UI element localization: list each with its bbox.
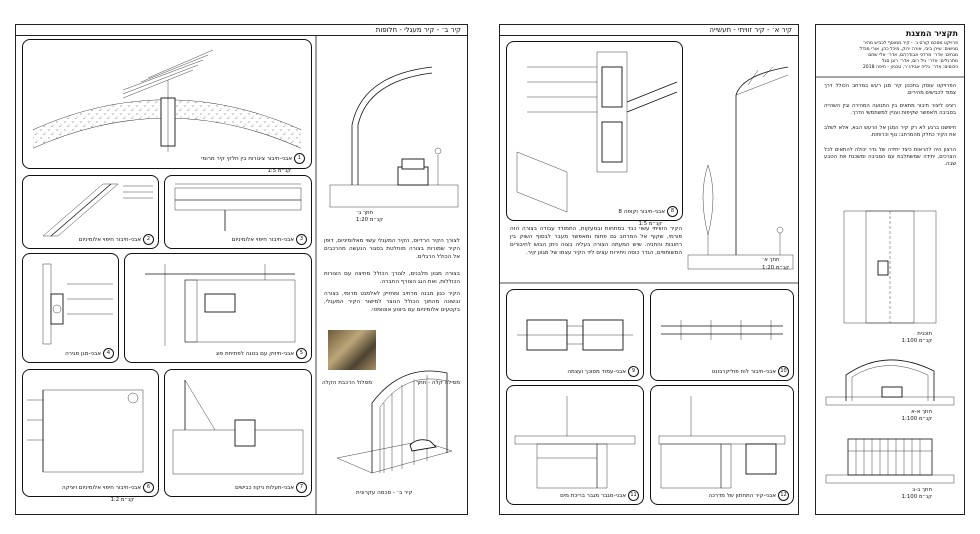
- section-bb-drawing: [825, 438, 955, 484]
- detail-3-caption: 3אבני-חיבור חיפוי אלומיניום: [232, 234, 307, 245]
- detail-8-label: אבני-חיבור וקופה 8: [618, 209, 665, 215]
- plan-drawing: [843, 210, 937, 324]
- section-a-label: חתך א׳: [762, 257, 780, 263]
- detail-box-10: 10אבני-חיבור לוח פוליקרבונט: [650, 289, 794, 381]
- section-aa-scale: קנ״מ 1:100: [901, 416, 932, 422]
- detail-8-scale: קנ״מ 1:5: [638, 221, 662, 227]
- callout-2: מסילה קלה - חתך: [416, 380, 461, 386]
- detail-6-drawing: [27, 389, 144, 473]
- plan-label: תוכנית: [917, 331, 932, 337]
- sheet-middle: קיר א׳ - קיר זוויתי - תעשייה 8אבני-חיבור…: [499, 24, 799, 515]
- detail-box-8: 8אבני-חיבור וקופה 8 קנ״מ 1:5: [506, 41, 683, 227]
- detail-12-caption: 12אבני-קיר התחתון של מדרכה: [708, 490, 789, 501]
- detail-box-11: 11אבני-מגבר מגבר בריכת מים: [506, 385, 644, 505]
- section-aa-drawing: [825, 359, 955, 406]
- detail-2-label: אבני-חיבור חיפוי אלומיניום: [78, 237, 141, 243]
- detail-10-label: אבני-חיבור לוח פוליקרבונט: [711, 369, 776, 375]
- sheet-middle-title: קיר א׳ - קיר זוויתי - תעשייה: [500, 25, 798, 36]
- intro-line-4: מתרגלים: אדר׳ גיל רום, אדר׳ רונן סגל: [881, 59, 958, 64]
- detail-2-drawing: [42, 183, 153, 237]
- detail-4-caption: 4אבני-מגן סגירה: [65, 348, 114, 359]
- sheet-left: קיר ב׳ - קיר מעגלי - חלופות 1אבני-חיבור …: [15, 24, 468, 515]
- detail-1-scale: קנ״מ 1:5: [267, 168, 291, 174]
- detail-12-drawing: [658, 396, 786, 489]
- intro-block: פרויקט מסכם קורס ג׳ - קיר ממוסף לכביש מה…: [822, 41, 958, 71]
- detail-11-caption: 11אבני-מגבר מגבר בריכת מים: [560, 490, 639, 501]
- detail-9-label: אבני-עמוד מסוכך ועצמה: [567, 369, 626, 375]
- detail-5-label: אבני-חיזוק עם בטנה לפתיחת פוג: [215, 351, 294, 357]
- sheet-right: תקציר המצגת פרויקט מסכם קורס ג׳ - קיר ממ…: [815, 24, 965, 515]
- detail-10-drawing: [661, 320, 783, 340]
- plan-scale: קנ״מ 1:100: [901, 338, 932, 344]
- detail-9-caption: 9אבני-עמוד מסוכך ועצמה: [567, 366, 639, 377]
- detail-3-drawing: [174, 183, 302, 231]
- detail-box-12: 12אבני-קיר התחתון של מדרכה: [650, 385, 794, 505]
- detail-4-drawing: [42, 263, 113, 345]
- summary-paragraph-1: הפרויקט עוסק בתכנון קיר מגן רעש במרחב הכ…: [824, 83, 956, 96]
- summary-paragraph-2: רצינו ליצור חיבור מתאים בין התנועה המהיר…: [824, 103, 956, 116]
- intro-line-1: פרויקט מסכם קורס ג׳ - קיר ממוסף לכביש מה…: [863, 41, 958, 46]
- detail-10-caption: 10אבני-חיבור לוח פוליקרבונט: [712, 366, 789, 377]
- summary-title: תקציר המצגת: [905, 29, 958, 38]
- left-paragraph-2: בצורה מגוון מלבנים, לצורך הכולל מחיצה עם…: [324, 271, 460, 285]
- sheet-left-title: קיר ב׳ - קיר מעגלי - חלופות: [16, 25, 467, 36]
- detail-5-caption: 5אבני-חיזוק עם בטנה לפתיחת פוג: [216, 348, 307, 359]
- detail-1-label: אבני-חיבור צינורות בין חלקי קיר מרומי: [201, 156, 292, 162]
- detail-3-label: אבני-חיבור חיפוי אלומיניום: [231, 237, 294, 243]
- section-bb-scale: קנ״מ 1:100: [901, 494, 932, 500]
- detail-1-drawing: [32, 49, 302, 152]
- detail-7-caption: 7אבני-תעלות ניקוז כבישים: [235, 482, 307, 493]
- callout-1: מסלול הרכבת הקלה: [322, 380, 373, 386]
- detail-11-drawing: [514, 396, 636, 489]
- detail-12-label: אבני-קיר התחתון של מדרכה: [708, 493, 776, 499]
- detail-2-caption: 2אבני-חיבור חיפוי אלומיניום: [79, 234, 154, 245]
- section-aa-label: חתך א-א: [911, 409, 932, 415]
- detail-7-label: אבני-תעלות ניקוז כבישים: [235, 485, 294, 491]
- detail-5-drawing: [145, 264, 296, 346]
- detail-box-6: 6אבני-חיבור חיפוי אלומיניום ויציקה קנ״מ …: [22, 369, 159, 503]
- detail-8-drawing: [516, 51, 678, 213]
- right-divider: [816, 76, 964, 78]
- intro-line-2: מגישים: שירן ביבי, אורה ירוק, מיכל כהן, …: [859, 47, 958, 52]
- detail-box-5: 5אבני-חיזוק עם בטנה לפתיחת פוג: [124, 253, 312, 363]
- detail-4-label: אבני-מגן סגירה: [65, 351, 101, 357]
- detail-11-label: אבני-מגבר מגבר בריכת מים: [560, 493, 626, 499]
- summary-paragraph-3: חיפשנו ברגע לא רק קיר המגן אל הרעש הבא, …: [824, 125, 956, 138]
- detail-box-1: 1אבני-חיבור צינורות בין חלקי קיר מרומי ק…: [22, 39, 312, 174]
- section-b-drawing: [329, 66, 459, 208]
- middle-dividers: [500, 282, 798, 284]
- detail-9-drawing: [517, 319, 633, 351]
- section-a-scale: קנ״מ 1:20: [762, 265, 789, 271]
- detail-box-4: 4אבני-מגן סגירה: [22, 253, 119, 363]
- detail-6-label: אבני-חיבור חיפוי אלומיניום ויציקה: [62, 485, 141, 491]
- middle-paragraph: הקיר הזוויתי עשוי כבד במתחות ובמעקות, הת…: [510, 226, 682, 256]
- intro-line-3: מנחים: אדר׳ מרדכי אבודרהם, אדר׳ אלי שחם: [868, 53, 958, 58]
- detail-6-caption: 6אבני-חיבור חיפוי אלומיניום ויציקה: [62, 482, 154, 493]
- section-a-drawing: [687, 66, 794, 270]
- perspective-drawing: [336, 370, 453, 474]
- summary-paragraph-4: הרצון היה להראות כיצד יחידה של גדר יכולה…: [824, 147, 956, 167]
- section-bb-label: חתך ב-ב: [912, 487, 932, 493]
- detail-8-caption: 8אבני-חיבור וקופה 8: [618, 206, 678, 217]
- column-divider: [315, 36, 317, 514]
- left-paragraph-1: לצורך הקיר הרדיוס, הקיר המעגלי עשוי מאלו…: [324, 238, 460, 260]
- site-photo: [328, 330, 376, 370]
- detail-box-9: 9אבני-עמוד מסוכך ועצמה: [506, 289, 644, 381]
- left-paragraph-3: הקיר כגון מבנה מרחיב ומחזיק לאלמנט מרומי…: [324, 291, 460, 313]
- section-b-label: חתך ב׳: [356, 210, 374, 216]
- detail-1-caption: 1אבני-חיבור צינורות בין חלקי קיר מרומי: [201, 153, 305, 164]
- intro-line-5: ניכוסים: אדר׳ גליה אבידג׳ר, טכניון - חיפ…: [862, 65, 958, 70]
- section-b-scale: קנ״מ 1:20: [356, 217, 383, 223]
- detail-box-7: 7אבני-תעלות ניקוז כבישים: [164, 369, 312, 497]
- detail-box-2: 2אבני-חיבור חיפוי אלומיניום: [22, 175, 159, 249]
- detail-6-scale: קנ״מ 1:2: [110, 497, 134, 503]
- detail-7-drawing: [172, 379, 304, 475]
- detail-box-3: 3אבני-חיבור חיפוי אלומיניום: [164, 175, 312, 249]
- perspective-label: קיר ב׳ - סכמה עקרונית: [356, 490, 413, 496]
